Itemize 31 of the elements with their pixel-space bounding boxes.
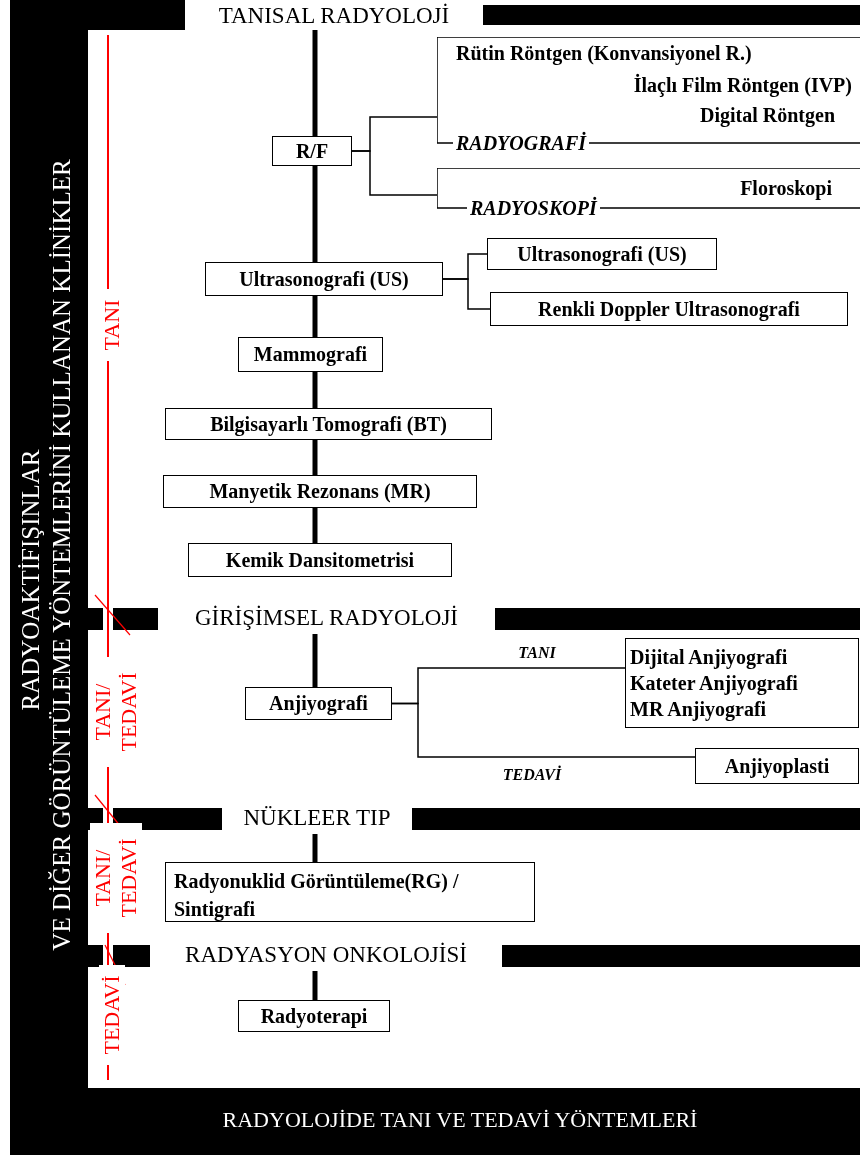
method-box: Renkli Doppler Ultrasonografi — [490, 292, 848, 326]
method-box: Ultrasonografi (US) — [487, 238, 717, 270]
method-label: Dijital Anjiyografi — [630, 645, 788, 670]
method-box — [625, 638, 859, 728]
connector-line — [312, 634, 318, 687]
method-box: Anjiyoplasti — [695, 748, 859, 784]
connector-line — [312, 372, 318, 408]
connector-line — [312, 971, 318, 1000]
connector-line — [312, 834, 318, 862]
connector-line — [312, 30, 318, 136]
method-box: Radyoterapi — [238, 1000, 390, 1032]
method-label: MR Anjiyografi — [630, 697, 767, 722]
connector-line — [312, 166, 318, 262]
connector-line — [312, 296, 318, 337]
caption: RADYOLOJİDE TANI VE TEDAVİ YÖNTEMLERİ — [221, 1107, 699, 1133]
method-label: Kateter Anjiyografi — [630, 671, 798, 696]
bracket-label: TANI/ TEDAVİ — [90, 823, 142, 933]
method-box: Bilgisayarlı Tomografi (BT) — [165, 408, 492, 440]
method-box: Kemik Dansitometrisi — [188, 543, 452, 577]
connector-line — [312, 508, 318, 543]
method-box: Anjiyografi — [245, 687, 392, 720]
method-box: R/F — [272, 136, 352, 166]
connector-line — [351, 150, 438, 196]
bracket-label: TEDAVİ — [99, 965, 125, 1065]
method-box: Mammografi — [238, 337, 383, 372]
connector-line — [312, 440, 318, 475]
method-box: Ultrasonografi (US) — [205, 262, 443, 296]
connector-line — [442, 278, 491, 310]
method-box: Manyetik Rezonans (MR) — [163, 475, 477, 508]
connector-line — [391, 702, 696, 758]
method-box: Radyonuklid Görüntüleme(RG) / Sintigrafi — [165, 862, 535, 922]
